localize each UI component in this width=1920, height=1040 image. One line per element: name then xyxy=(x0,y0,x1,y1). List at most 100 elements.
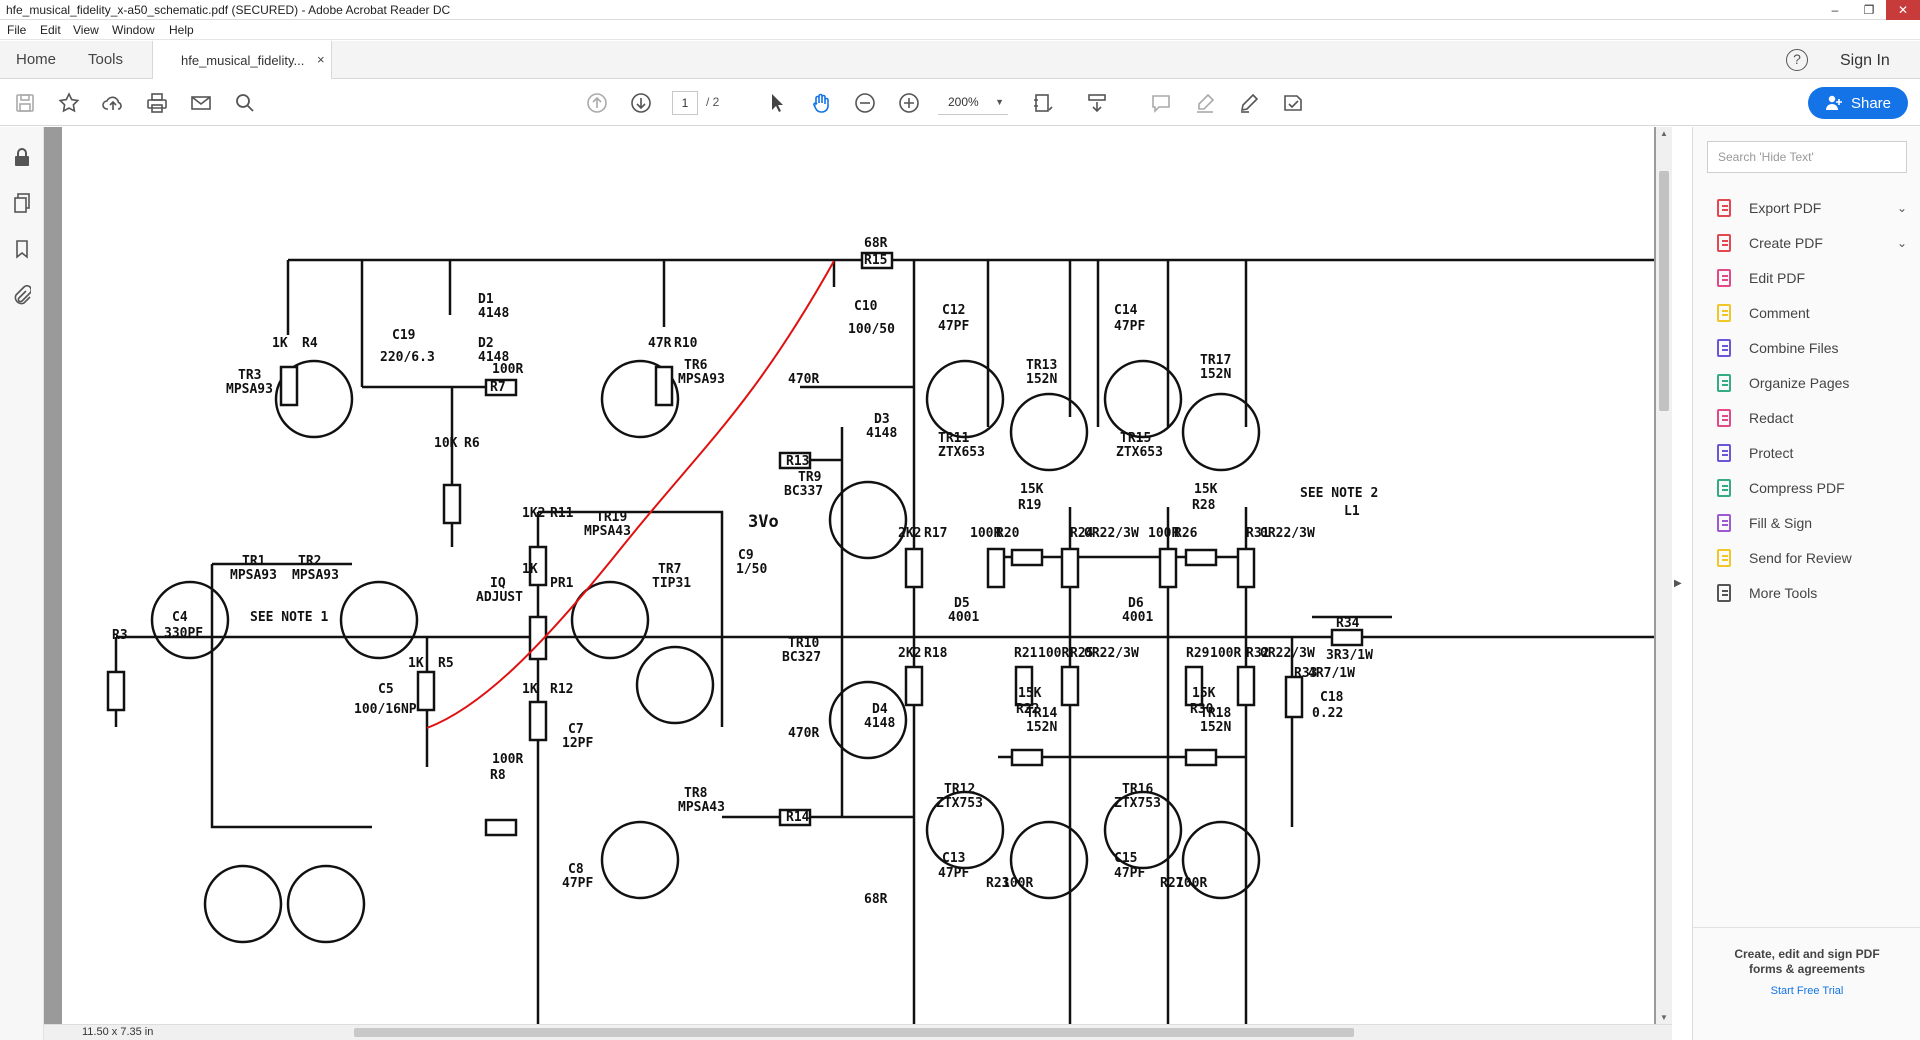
help-icon[interactable]: ? xyxy=(1786,49,1808,71)
label-r23: R23 xyxy=(986,876,1009,891)
vertical-scrollbar[interactable]: ▲ ▼ xyxy=(1656,127,1672,1027)
vertical-scroll-thumb[interactable] xyxy=(1659,171,1669,411)
tool-label: Export PDF xyxy=(1749,200,1822,216)
label-r29: R29 xyxy=(1186,646,1209,661)
lock-icon[interactable] xyxy=(10,145,34,169)
label-r26-value: 100R xyxy=(1148,526,1179,541)
page-thumbnails-icon[interactable] xyxy=(10,191,34,215)
document-viewport[interactable]: 68R R15 D1 4148 D2 4148 C19 220/6.3 1K R… xyxy=(44,127,1666,1027)
label-tr10-value: BC327 xyxy=(782,650,821,665)
scroll-mode-icon[interactable] xyxy=(1084,90,1110,116)
bookmark-star-icon[interactable] xyxy=(56,90,82,116)
highlight-pen-icon[interactable] xyxy=(1192,90,1218,116)
label-tr12: TR12 xyxy=(944,782,975,797)
page-number-input[interactable]: 1 xyxy=(672,91,698,115)
label-c7-value: 12PF xyxy=(562,736,593,751)
label-r33-value: 4R7/1W xyxy=(1308,666,1355,681)
label-tr15-value: ZTX653 xyxy=(1116,445,1163,460)
label-d5: D5 xyxy=(954,596,970,611)
select-cursor-icon[interactable] xyxy=(764,90,790,116)
share-button[interactable]: Share xyxy=(1808,87,1908,119)
tool-edit-pdf[interactable]: Edit PDF xyxy=(1713,263,1913,293)
sign-pen-icon[interactable] xyxy=(1236,90,1262,116)
label-tr9: TR9 xyxy=(798,470,821,485)
collapse-right-icon[interactable]: ▶ xyxy=(1674,578,1682,589)
label-c4-value: 330PF xyxy=(164,626,203,641)
menu-window[interactable]: Window xyxy=(112,23,155,37)
tool-more-tools[interactable]: More Tools xyxy=(1713,578,1913,608)
label-c14: C14 xyxy=(1114,303,1138,318)
page-fit-icon[interactable] xyxy=(1030,90,1056,116)
tool-combine-files[interactable]: Combine Files xyxy=(1713,333,1913,363)
zoom-in-icon[interactable] xyxy=(896,90,922,116)
menu-bar: File Edit View Window Help xyxy=(0,20,1920,40)
label-r21: R21 xyxy=(1014,646,1038,661)
label-r7-value: 100R xyxy=(492,362,523,377)
page-total: / 2 xyxy=(706,95,720,109)
attachments-icon[interactable] xyxy=(10,283,34,307)
tool-export-pdf[interactable]: Export PDF ⌄ xyxy=(1713,193,1913,223)
label-tr16-value: ZTX753 xyxy=(1114,796,1161,811)
tool-organize-pages[interactable]: Organize Pages xyxy=(1713,368,1913,398)
zoom-out-icon[interactable] xyxy=(852,90,878,116)
upload-cloud-icon[interactable] xyxy=(100,90,126,116)
scroll-up-icon[interactable]: ▲ xyxy=(1660,129,1668,138)
next-page-icon[interactable] xyxy=(628,90,654,116)
email-icon[interactable] xyxy=(188,90,214,116)
chevron-down-icon[interactable]: ⌄ xyxy=(1896,236,1907,250)
schematic-drawing: 68R R15 D1 4148 D2 4148 C19 220/6.3 1K R… xyxy=(106,236,1654,1027)
start-free-trial-link[interactable]: Start Free Trial xyxy=(1770,985,1844,997)
minimize-button[interactable]: – xyxy=(1831,3,1839,17)
tool-protect[interactable]: Protect xyxy=(1713,438,1913,468)
label-tr16: TR16 xyxy=(1122,782,1153,797)
tab-tools[interactable]: Tools xyxy=(88,51,124,68)
label-r15: R15 xyxy=(864,253,887,268)
label-r24-value: 0R22/3W xyxy=(1084,526,1139,541)
label-d6: D6 xyxy=(1128,596,1144,611)
horizontal-scroll-thumb[interactable] xyxy=(354,1028,1354,1037)
previous-page-icon[interactable] xyxy=(584,90,610,116)
tool-redact[interactable]: Redact xyxy=(1713,403,1913,433)
maximize-button[interactable]: ❐ xyxy=(1863,3,1875,17)
label-r6: R6 xyxy=(464,436,480,451)
tool-fill-sign[interactable]: Fill & Sign xyxy=(1713,508,1913,538)
label-r18-value: 2K2 xyxy=(898,646,921,661)
tab-home[interactable]: Home xyxy=(16,51,57,68)
protect-icon xyxy=(1713,441,1737,465)
save-icon[interactable] xyxy=(12,90,38,116)
tool-create-pdf[interactable]: Create PDF⌄ xyxy=(1713,228,1913,258)
menu-edit[interactable]: Edit xyxy=(40,23,61,37)
redact-icon xyxy=(1713,406,1737,430)
label-c13-value: 47PF xyxy=(938,866,969,881)
more-tools-icon xyxy=(1713,581,1737,605)
tool-compress-pdf[interactable]: Compress PDF xyxy=(1713,473,1913,503)
send-sign-icon[interactable] xyxy=(1280,90,1306,116)
bookmarks-icon[interactable] xyxy=(10,237,34,261)
tools-search-input[interactable]: Search 'Hide Text' xyxy=(1707,141,1907,173)
tab-bar: Home Tools hfe_musical_fidelity... × ? S… xyxy=(0,41,1920,79)
label-d4-value: 4148 xyxy=(864,716,895,731)
scroll-down-icon[interactable]: ▼ xyxy=(1660,1013,1668,1022)
close-window-button[interactable]: ✕ xyxy=(1886,0,1920,20)
label-pr1: PR1 xyxy=(550,576,574,591)
menu-help[interactable]: Help xyxy=(169,23,194,37)
hand-tool-icon[interactable] xyxy=(808,90,834,116)
comment-icon[interactable] xyxy=(1148,90,1174,116)
menu-view[interactable]: View xyxy=(73,23,99,37)
close-tab-icon[interactable]: × xyxy=(317,52,325,67)
label-r15-value: 68R xyxy=(864,236,888,251)
page-size: 11.50 x 7.35 in xyxy=(82,1026,154,1038)
label-r27: R27 xyxy=(1160,876,1183,891)
tool-label: Fill & Sign xyxy=(1749,515,1813,531)
label-r13-value: 470R xyxy=(788,372,819,387)
tool-comment[interactable]: Comment xyxy=(1713,298,1913,328)
search-icon[interactable] xyxy=(232,90,258,116)
tab-document[interactable]: hfe_musical_fidelity... × xyxy=(152,41,332,79)
zoom-level-select[interactable]: 200% ▼ xyxy=(938,91,1008,115)
tool-send-review[interactable]: Send for Review xyxy=(1713,543,1913,573)
sign-in-link[interactable]: Sign In xyxy=(1840,52,1890,69)
print-icon[interactable] xyxy=(144,90,170,116)
label-r28-value: 15K xyxy=(1194,482,1218,497)
menu-file[interactable]: File xyxy=(7,23,27,37)
chevron-down-icon[interactable]: ⌄ xyxy=(1896,201,1907,215)
